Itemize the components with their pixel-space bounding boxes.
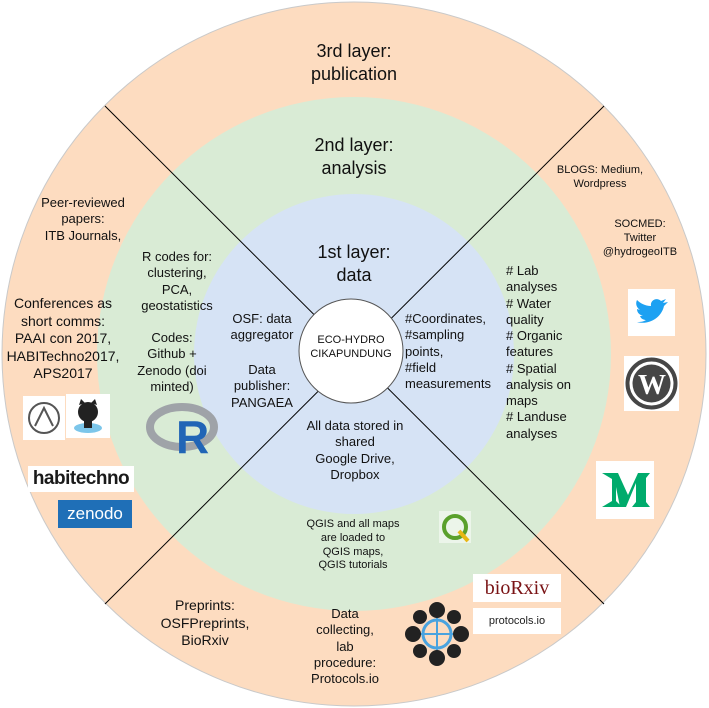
center-circle [298, 298, 404, 404]
coordinates-text: #Coordinates, #sampling points, #field m… [405, 311, 491, 391]
wordpress-icon: W [624, 356, 679, 411]
r-logo-icon: R [146, 403, 218, 463]
qgis-icon [439, 511, 471, 543]
r-codes-text: R codes for: clustering, PCA, geostatist… [141, 249, 213, 313]
twitter-icon [628, 289, 675, 336]
habitechno-logo-text: habitechno [32, 468, 130, 489]
svg-text:W: W [638, 370, 666, 401]
peer-reviewed-text: Peer-reviewed papers: ITB Journals, [41, 195, 125, 243]
itb-logo-icon [23, 396, 65, 440]
data-collecting-text: Data collecting, lab procedure: Protocol… [311, 606, 379, 686]
zenodo-logo-text: zenodo [67, 504, 123, 523]
conferences-text: Conferences as short comms: PAAI con 201… [6, 295, 120, 381]
socmed-text: SOCMED: Twitter @hydrogeoITB [602, 218, 678, 258]
pangaea-text: Data publisher: PANGAEA [231, 362, 293, 410]
blogs-text: BLOGS: Medium, Wordpress [556, 164, 644, 190]
biorxiv-logo: bioRxiv [473, 574, 561, 602]
qgis-text: QGIS and all maps are loaded to QGIS map… [306, 518, 400, 572]
third-layer-title: 3rd layer: publication [310, 41, 398, 85]
protocols-logo-text: protocols.io [488, 615, 546, 627]
github-octocat-icon [66, 394, 110, 438]
zenodo-logo: zenodo [58, 500, 132, 528]
preprints-text: Preprints: OSFPreprints, BioRxiv [160, 597, 250, 648]
storage-text: All data stored in shared Google Drive, … [306, 418, 404, 482]
protocols-logo: protocols.io [473, 608, 561, 634]
second-layer-title: 2nd layer: analysis [314, 135, 394, 179]
osf-aggregator-text: OSF: data aggregator [230, 311, 294, 343]
svg-text:R: R [176, 411, 209, 463]
center-label: ECO-HYDRO CIKAPUNDUNG [310, 334, 392, 360]
habitechno-logo: habitechno [28, 466, 134, 492]
codes-github-text: Codes: Github + Zenodo (doi minted) [137, 330, 207, 394]
biorxiv-logo-text: bioRxiv [484, 576, 550, 599]
network-icon [405, 602, 469, 666]
first-layer-title: 1st layer: data [317, 242, 391, 286]
medium-icon [596, 461, 654, 519]
analyses-text: # Lab analyses # Water quality # Organic… [506, 263, 572, 441]
